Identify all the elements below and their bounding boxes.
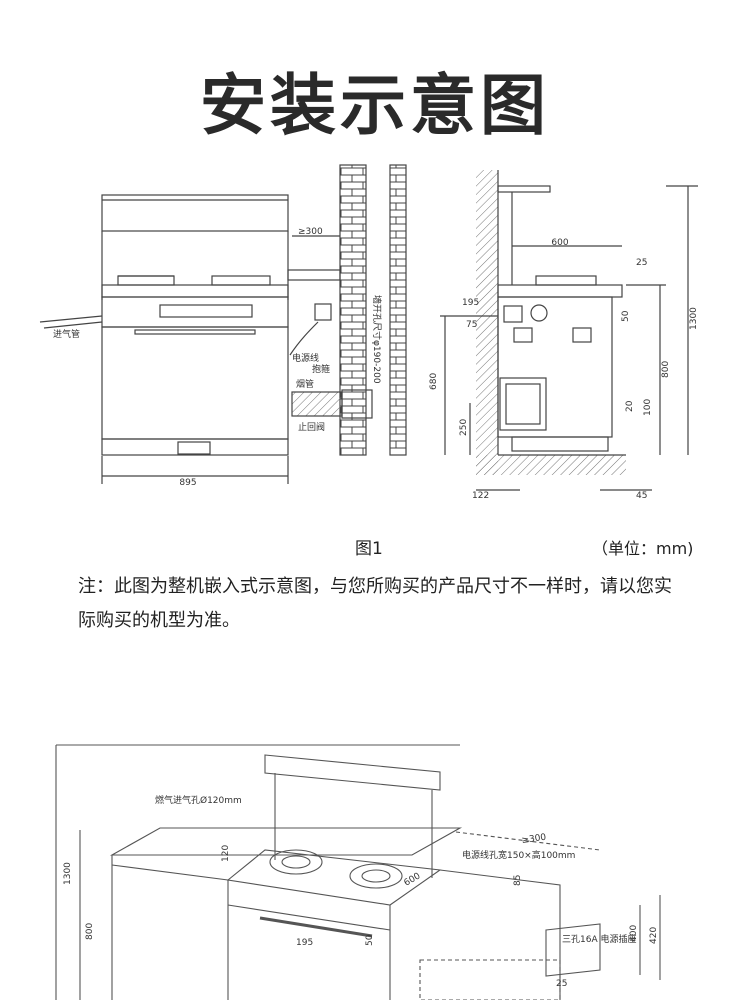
dim-75: 75	[466, 320, 477, 330]
floor-hatch	[476, 455, 626, 475]
dim2-gap: ≥300	[521, 833, 547, 846]
dim2-600: 600	[403, 871, 423, 888]
flue-label: 烟管	[296, 378, 314, 390]
gas-pipe-icon	[39, 315, 103, 323]
socket-icon	[314, 303, 332, 321]
burner-side-icon	[535, 275, 597, 286]
brick-wall-right	[389, 164, 407, 456]
dim-20: 20	[625, 400, 635, 412]
dim2-25: 25	[556, 979, 567, 989]
flue-wall-pass	[341, 389, 373, 419]
plinth-side	[511, 436, 609, 452]
dim2-85: 85	[513, 875, 523, 886]
shelf-side	[497, 185, 551, 193]
dim-1300: 1300	[689, 307, 699, 330]
power-cord-label: 电源线	[292, 352, 319, 364]
socket-label: 三孔16A 电源插座	[562, 933, 636, 945]
clamp-label: 抱箍	[312, 363, 330, 375]
dim-680: 680	[429, 373, 439, 390]
installation-note: 注：此图为整机嵌入式示意图，与您所购买的产品尺寸不一样时，请以您实际购买的机型为…	[78, 576, 672, 631]
left-burner-icon	[117, 275, 175, 286]
width-label: 895	[179, 478, 196, 488]
backsplash-shelf	[101, 194, 289, 232]
dim-25: 25	[636, 258, 647, 268]
plinth	[101, 438, 289, 456]
dim-100: 100	[643, 399, 653, 416]
vent-box	[177, 441, 211, 455]
socket-side-icon	[503, 305, 523, 323]
right-burner-iso-icon	[349, 863, 403, 889]
dim-600: 600	[551, 238, 568, 248]
cabinet-side	[497, 296, 613, 438]
side-view	[440, 170, 698, 491]
dim2-400: 400	[629, 925, 639, 942]
door-handle	[134, 329, 256, 335]
counter-front-left	[111, 864, 229, 881]
display-window	[159, 304, 253, 318]
figure-caption: 图1	[355, 539, 383, 559]
counter-edge	[287, 269, 341, 281]
dim2-195: 195	[296, 938, 313, 948]
knob-right	[572, 327, 592, 343]
gap-label: ≥300	[298, 227, 323, 237]
dim-45: 45	[636, 491, 647, 501]
gas-hole-label: 燃气进气孔Ø120mm	[155, 794, 242, 806]
page-title: 安装示意图	[200, 67, 550, 144]
power-cord-line	[289, 321, 319, 356]
check-valve-label: 止回阀	[298, 421, 325, 433]
dim2-420: 420	[649, 927, 659, 944]
dim-800: 800	[661, 361, 671, 378]
backsplash-shelf-iso	[264, 754, 441, 791]
dim2-1300: 1300	[63, 862, 73, 885]
right-burner-icon	[211, 275, 271, 286]
gas-inlet-icon	[530, 304, 548, 322]
cord-hole-label: 电源线孔宽150×高100mm	[462, 849, 575, 861]
isometric-view	[55, 744, 661, 1000]
oven-door	[101, 326, 289, 440]
control-panel	[101, 296, 289, 328]
dim2-50: 50	[365, 934, 375, 946]
dim-50: 50	[621, 310, 631, 322]
knob-left	[513, 327, 533, 343]
dim2-120: 120	[221, 845, 231, 862]
wall-hole-label: 墙开孔尺寸φ190-200	[371, 295, 383, 384]
gas-pipe-label: 进气管	[53, 328, 80, 340]
side-cabinet-right	[439, 869, 561, 1000]
flue-box	[499, 377, 547, 431]
rear-wall-hatch	[476, 170, 498, 475]
left-burner-iso-icon	[269, 849, 323, 875]
cooktop-side	[497, 284, 623, 298]
dim-122: 122	[472, 491, 489, 501]
dim-250: 250	[459, 419, 469, 436]
unit-label: （单位：mm)	[592, 539, 694, 558]
socket-iso-icon	[545, 923, 601, 977]
brick-wall-left	[339, 164, 367, 456]
flue-duct	[291, 391, 343, 417]
front-view	[39, 164, 407, 484]
dim-195: 195	[462, 298, 479, 308]
cooktop	[101, 284, 289, 298]
floor-cutout	[419, 959, 561, 1000]
control-panel-iso	[227, 904, 391, 931]
dim2-800: 800	[85, 923, 95, 940]
